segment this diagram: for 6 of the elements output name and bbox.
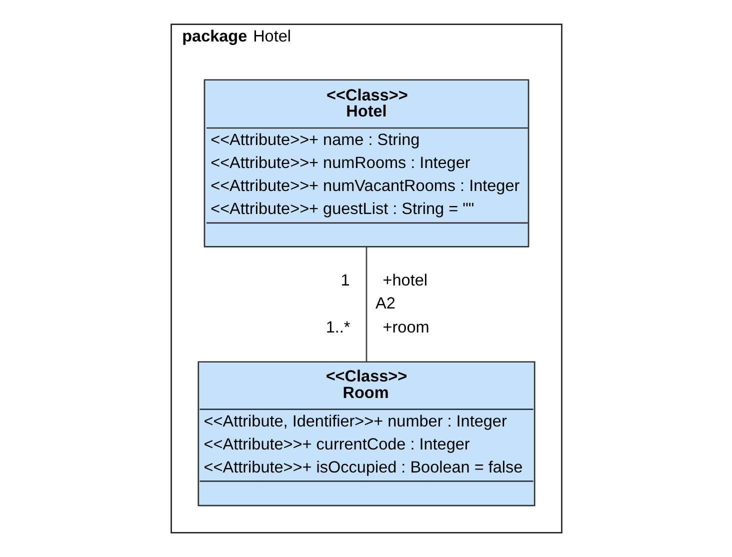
label: 1	[340, 272, 350, 290]
label: 1..*	[325, 318, 350, 337]
edge-label: A2	[375, 294, 395, 312]
connector	[365, 246, 367, 362]
label: +room	[382, 318, 429, 337]
label: +hotel	[382, 272, 428, 290]
